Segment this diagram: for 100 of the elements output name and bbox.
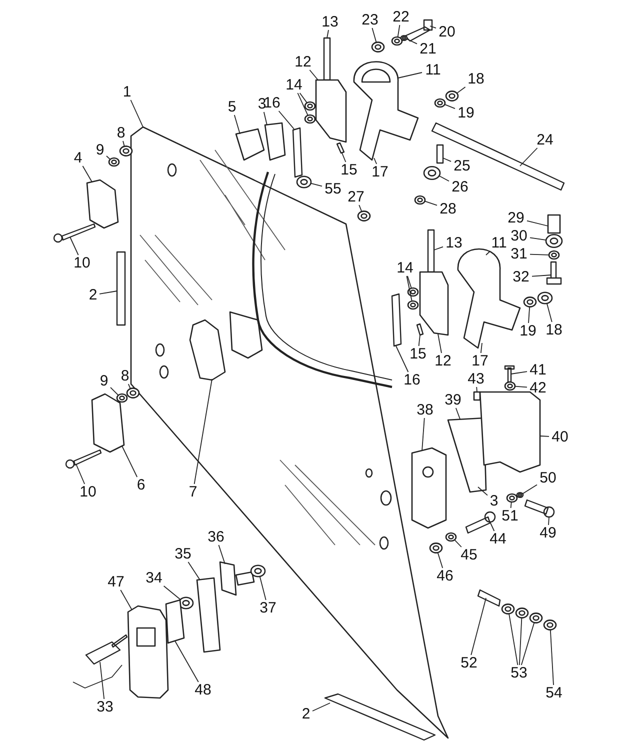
plate bbox=[196, 577, 221, 653]
callout-number: 8 bbox=[120, 368, 130, 384]
callout-number: 50 bbox=[540, 470, 556, 486]
leader-line bbox=[130, 100, 144, 128]
leader-line bbox=[218, 544, 226, 564]
leader-line bbox=[438, 175, 450, 182]
leader-line bbox=[442, 158, 452, 162]
callout-number: 52 bbox=[460, 656, 478, 670]
washer bbox=[506, 493, 518, 503]
callout-number: 11 bbox=[491, 236, 507, 250]
leader-line bbox=[374, 158, 378, 164]
leader-line bbox=[546, 302, 552, 322]
leader-line bbox=[456, 86, 466, 94]
washer bbox=[304, 101, 316, 111]
leader-line bbox=[530, 254, 550, 256]
callout-number: 29 bbox=[508, 210, 524, 226]
washer bbox=[504, 381, 516, 391]
callout-number: 27 bbox=[348, 190, 364, 204]
washer bbox=[529, 612, 543, 624]
leader-line bbox=[194, 378, 212, 484]
callout-number: 13 bbox=[322, 14, 338, 30]
callout-number: 37 bbox=[260, 600, 276, 616]
washer bbox=[423, 166, 441, 180]
key bbox=[85, 634, 128, 665]
callout-number: 10 bbox=[80, 484, 96, 500]
callout-number: 39 bbox=[444, 392, 462, 408]
leader-line bbox=[528, 306, 530, 324]
callout-number: 15 bbox=[340, 162, 358, 178]
leader-line bbox=[407, 276, 412, 289]
callout-number: 5 bbox=[228, 100, 236, 114]
leader-line bbox=[174, 640, 199, 682]
leader-line bbox=[430, 26, 436, 29]
callout-number: 43 bbox=[468, 372, 484, 386]
leader-line bbox=[550, 629, 554, 686]
callout-number: 32 bbox=[512, 270, 530, 284]
callout-number: 16 bbox=[264, 96, 280, 110]
callout-number: 55 bbox=[324, 182, 342, 196]
washer bbox=[400, 34, 408, 42]
leader-line bbox=[508, 613, 518, 666]
bolt bbox=[53, 223, 96, 243]
stud bbox=[436, 144, 444, 164]
callout-number: 10 bbox=[74, 256, 90, 270]
leader-line bbox=[520, 148, 538, 166]
screw bbox=[504, 365, 515, 383]
washer bbox=[296, 176, 312, 188]
callout-number: 25 bbox=[454, 158, 470, 174]
bolt bbox=[546, 261, 562, 285]
callout-number: 18 bbox=[468, 72, 484, 86]
washer bbox=[304, 114, 316, 124]
bushing bbox=[547, 214, 561, 234]
leader-line bbox=[510, 371, 528, 374]
callout-number: 51 bbox=[502, 508, 518, 524]
leader-line bbox=[476, 386, 478, 392]
callout-number: 9 bbox=[96, 142, 104, 158]
leader-line bbox=[358, 204, 362, 212]
latch-housing bbox=[479, 391, 541, 473]
washer bbox=[445, 532, 457, 542]
washer bbox=[501, 604, 515, 614]
leader-line bbox=[540, 436, 550, 437]
hinge-pin bbox=[323, 37, 331, 81]
plate bbox=[264, 122, 286, 161]
plate bbox=[91, 393, 125, 453]
leader-line bbox=[396, 346, 409, 372]
callout-number: 2 bbox=[302, 706, 310, 722]
callout-number: 12 bbox=[434, 354, 452, 368]
pin bbox=[465, 511, 496, 534]
leader-line bbox=[234, 114, 240, 134]
callout-number: 6 bbox=[136, 478, 146, 492]
plate bbox=[189, 319, 226, 381]
washer bbox=[548, 250, 560, 260]
leader-line bbox=[70, 236, 79, 256]
leader-line bbox=[120, 590, 132, 610]
callout-number: 53 bbox=[510, 666, 528, 680]
washer bbox=[407, 287, 419, 297]
callout-number: 36 bbox=[208, 530, 224, 544]
leader-line bbox=[422, 418, 425, 452]
leader-line bbox=[76, 464, 86, 484]
leader-line bbox=[444, 104, 456, 110]
washer bbox=[445, 90, 459, 102]
callout-number: 47 bbox=[108, 574, 124, 590]
leader-line bbox=[310, 182, 322, 187]
leader-line bbox=[486, 250, 491, 256]
leader-line bbox=[99, 290, 118, 294]
callout-number: 22 bbox=[392, 10, 410, 24]
leader-line bbox=[406, 38, 418, 44]
leader-line bbox=[312, 702, 330, 712]
callout-number: 24 bbox=[536, 132, 554, 148]
leader-line bbox=[490, 522, 495, 532]
callout-number: 3 bbox=[258, 96, 266, 112]
leader-line bbox=[478, 486, 488, 496]
callout-number: 42 bbox=[530, 380, 546, 396]
callout-number: 8 bbox=[116, 126, 126, 140]
callout-number: 11 bbox=[425, 62, 441, 78]
callout-number: 45 bbox=[460, 548, 478, 562]
pin bbox=[336, 142, 345, 154]
washer bbox=[429, 542, 443, 554]
callout-number: 48 bbox=[194, 682, 212, 698]
leader-line bbox=[122, 446, 138, 478]
leader-line bbox=[455, 408, 460, 420]
washer bbox=[414, 195, 426, 205]
